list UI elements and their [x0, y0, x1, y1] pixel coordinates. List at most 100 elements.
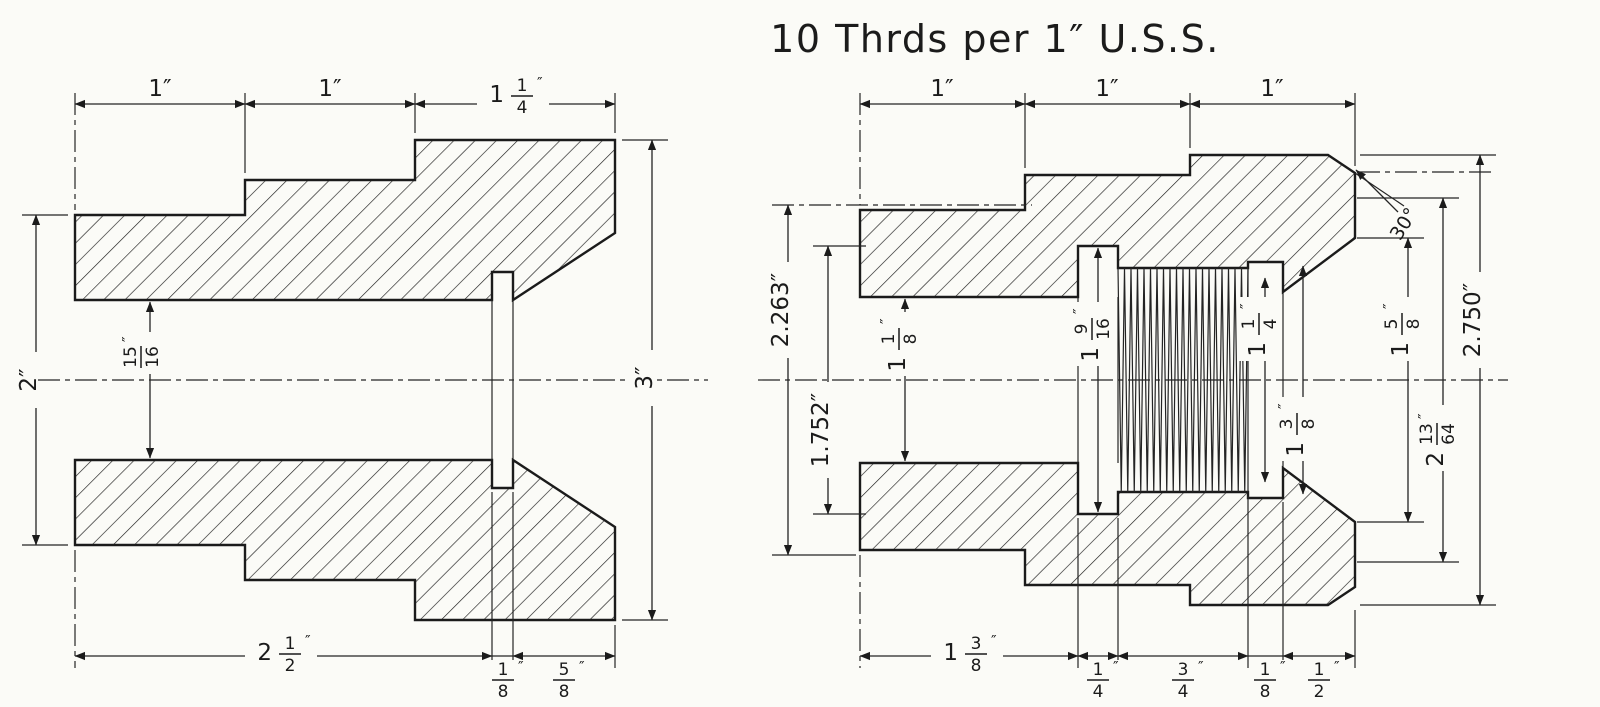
fraction-numerator: 13	[1417, 423, 1437, 445]
unit-mark: ″	[1415, 413, 1433, 419]
dim-label-bottom1: 1 3 8 ″	[931, 632, 1003, 676]
fraction-numerator: 9	[1072, 324, 1092, 335]
unit-mark: ″	[119, 336, 137, 342]
dim-text: 2″	[16, 368, 42, 392]
fraction-whole: 1	[885, 357, 911, 372]
unit-mark: ″	[1198, 658, 1204, 676]
unit-mark: ″	[537, 74, 543, 92]
fraction-denominator: 4	[1093, 682, 1104, 702]
fraction-numerator: 1	[498, 660, 509, 680]
dim-label-bottom3: 5 8 ″	[548, 658, 588, 702]
label-backing	[487, 660, 527, 702]
label-backing	[803, 382, 829, 478]
dim-label-bottom3: 3 4 ″	[1167, 658, 1207, 702]
fraction-numerator: 15	[121, 346, 141, 368]
dim-label-bottom2: 1 4 ″	[1082, 658, 1122, 702]
dim-label-bore-diameter: 15 16 ″	[119, 332, 163, 374]
dim-label-left-diameter: 2″	[11, 352, 42, 408]
dim-label-thread-relief-diameter: 1 9 16 ″	[1070, 302, 1114, 366]
dim-text: 1.752″	[808, 392, 834, 467]
dim-label-recess-diameter: 1 3 8 ″	[1275, 397, 1319, 461]
dim-label-right-diameter: 3″	[627, 350, 658, 406]
dim-label-outer-diameter: 2.263″	[763, 262, 794, 358]
fraction-numerator: 1	[1260, 660, 1271, 680]
label-backing	[627, 350, 653, 406]
dim-label-shoulder-diameter: 1.752″	[803, 382, 834, 478]
left-view-lower-section	[73, 457, 617, 622]
unit-mark: ″	[518, 658, 524, 676]
dim-label-top1: 1″	[148, 76, 172, 102]
fraction-numerator: 3	[1277, 419, 1297, 430]
dim-label-flange-diameter: 2.750″	[1455, 272, 1486, 368]
dim-text: 3″	[632, 366, 658, 390]
right-view	[858, 153, 1405, 607]
dim-text: 2.750″	[1460, 282, 1486, 357]
unit-mark: ″	[1334, 658, 1340, 676]
unit-mark: ″	[877, 318, 895, 324]
left-view-upper-section	[73, 138, 617, 303]
dim-label-bottom1: 2 1 2 ″	[245, 632, 317, 676]
fraction-numerator: 1	[1314, 660, 1325, 680]
fraction-numerator: 1	[879, 334, 899, 345]
fraction-denominator: 8	[1404, 319, 1424, 330]
fraction-denominator: 4	[1178, 682, 1189, 702]
right-view-upper-section	[858, 153, 1357, 299]
dim-label-top1: 1″	[930, 76, 954, 102]
dim-label-top2: 1″	[1095, 76, 1119, 102]
label-backing	[1455, 272, 1481, 368]
label-backing	[1167, 660, 1207, 702]
fraction-numerator: 5	[1382, 319, 1402, 330]
fraction-numerator: 1	[517, 76, 528, 96]
unit-mark: ″	[1113, 658, 1119, 676]
fraction-whole: 1	[1245, 342, 1271, 357]
label-backing	[548, 660, 588, 702]
dim-label-counterbore-diameter: 1 1 4 ″	[1237, 297, 1281, 361]
right-view-lower-section	[858, 461, 1357, 607]
label-backing	[1303, 660, 1343, 702]
unit-mark: ″	[1380, 303, 1398, 309]
fraction-numerator: 1	[1239, 319, 1259, 330]
fraction-denominator: 8	[901, 334, 921, 345]
dim-label-bore-diameter: 1 1 8 ″	[877, 312, 921, 376]
unit-mark: ″	[1070, 308, 1088, 314]
fraction-denominator: 2	[1314, 682, 1325, 702]
unit-mark: ″	[579, 658, 585, 676]
fraction-numerator: 3	[1178, 660, 1189, 680]
unit-mark: ″	[1275, 403, 1293, 409]
dim-label-top3: 1 1 4 ″	[477, 74, 549, 118]
fraction-denominator: 8	[1260, 682, 1271, 702]
fraction-denominator: 16	[1094, 318, 1114, 340]
internal-thread-profile	[1117, 267, 1249, 493]
fraction-denominator: 8	[498, 682, 509, 702]
fraction-denominator: 4	[517, 98, 528, 118]
fraction-denominator: 8	[971, 656, 982, 676]
fraction-numerator: 5	[559, 660, 570, 680]
dim-label-cone-diameter: 1 5 8 ″	[1380, 297, 1424, 361]
dim-text: 2.263″	[768, 272, 794, 347]
dim-label-chamfer-diameter: 2 13 64 ″	[1415, 405, 1459, 471]
fraction-whole: 1	[943, 640, 958, 666]
dim-label-bottom2: 1 8 ″	[487, 658, 527, 702]
dim-label-bottom4: 1 8 ″	[1249, 658, 1289, 702]
fraction-whole: 1	[489, 82, 504, 108]
left-view	[73, 138, 617, 622]
dim-label-top2: 1″	[318, 76, 342, 102]
chamfer-extension-line	[1354, 172, 1405, 207]
fraction-denominator: 4	[1261, 319, 1281, 330]
fraction-whole: 2	[1423, 452, 1449, 467]
fraction-denominator: 64	[1439, 423, 1459, 445]
fraction-denominator: 8	[559, 682, 570, 702]
fraction-denominator: 2	[285, 656, 296, 676]
unit-mark: ″	[305, 632, 311, 650]
label-backing	[763, 262, 789, 358]
dim-label-top3: 1″	[1260, 76, 1284, 102]
dim-label-bottom5: 1 2 ″	[1303, 658, 1343, 702]
label-backing	[11, 352, 37, 408]
fraction-denominator: 16	[143, 346, 163, 368]
fraction-numerator: 3	[971, 634, 982, 654]
unit-mark: ″	[991, 632, 997, 650]
label-backing	[1249, 660, 1289, 702]
fraction-numerator: 1	[1093, 660, 1104, 680]
drawing-title: 10 Thrds per 1″ U.S.S.	[770, 17, 1220, 61]
